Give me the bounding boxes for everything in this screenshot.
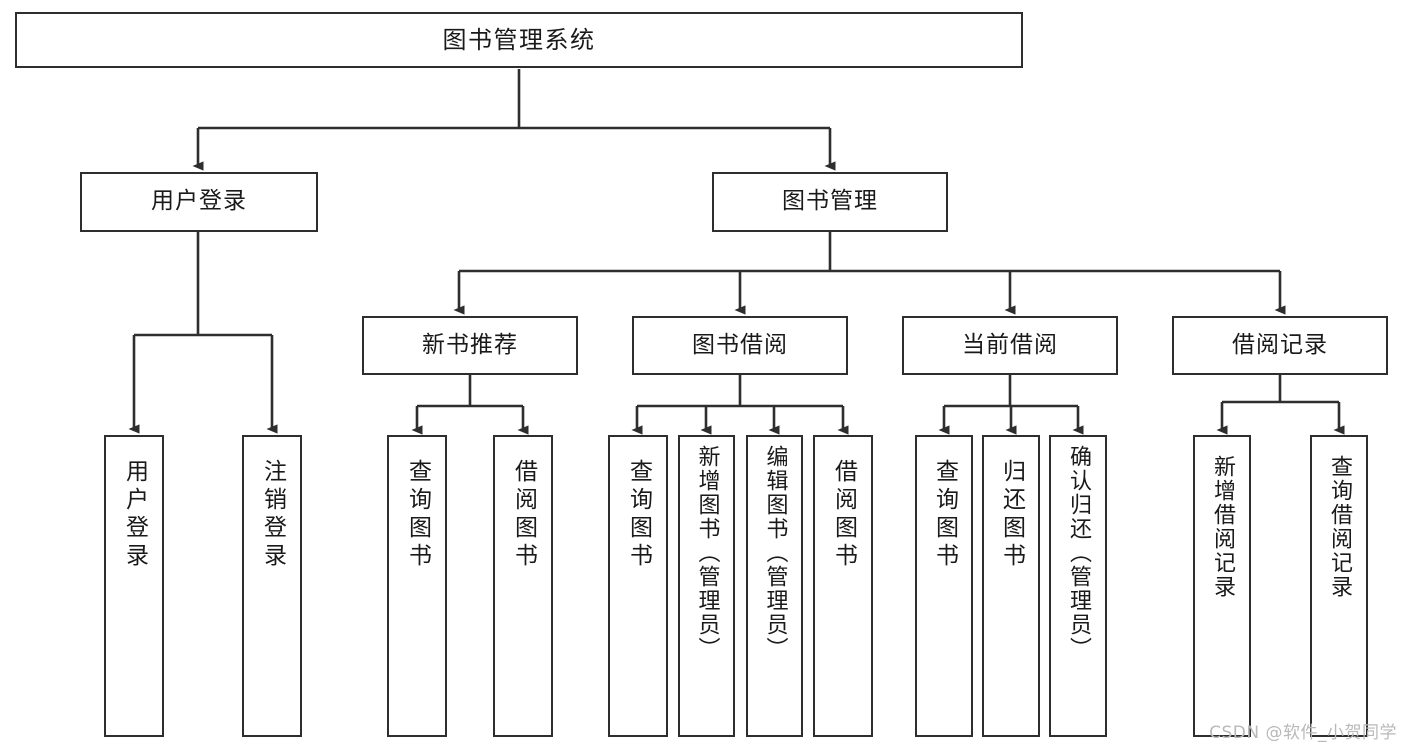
- node-user-login[interactable]: 用户登录: [80, 172, 318, 232]
- node-leaf-return-book-label: 归还图书: [998, 459, 1025, 571]
- node-leaf-return-book[interactable]: 归还图书: [982, 435, 1040, 737]
- node-leaf-query-book-1-label: 查询图书: [404, 459, 431, 571]
- node-book-borrow[interactable]: 图书借阅: [632, 316, 848, 375]
- node-leaf-user-login-label: 用户登录: [121, 459, 148, 571]
- node-leaf-add-book-label: 新增图书（管理员）: [694, 445, 720, 661]
- node-new-book-recommend[interactable]: 新书推荐: [362, 316, 578, 375]
- node-book-management[interactable]: 图书管理: [712, 172, 948, 232]
- node-user-login-label: 用户登录: [151, 188, 247, 215]
- node-leaf-user-logout[interactable]: 注销登录: [242, 435, 302, 737]
- node-leaf-edit-book[interactable]: 编辑图书（管理员）: [746, 435, 803, 737]
- node-leaf-query-book-2-label: 查询图书: [625, 459, 652, 571]
- node-current-borrow[interactable]: 当前借阅: [902, 316, 1118, 375]
- node-leaf-confirm-return-label: 确认归还（管理员）: [1066, 445, 1091, 661]
- node-new-book-recommend-label: 新书推荐: [422, 331, 518, 358]
- node-leaf-edit-book-label: 编辑图书（管理员）: [762, 445, 788, 661]
- node-leaf-borrow-book-1-label: 借阅图书: [510, 459, 537, 571]
- node-root-system-label: 图书管理系统: [442, 25, 596, 54]
- node-leaf-query-book-3[interactable]: 查询图书: [915, 435, 973, 737]
- node-leaf-borrow-book-2-label: 借阅图书: [830, 459, 857, 571]
- node-leaf-user-login[interactable]: 用户登录: [104, 435, 164, 737]
- node-borrow-record[interactable]: 借阅记录: [1172, 316, 1388, 375]
- node-leaf-query-record[interactable]: 查询借阅记录: [1310, 435, 1368, 737]
- node-leaf-borrow-book-1[interactable]: 借阅图书: [493, 435, 553, 737]
- node-current-borrow-label: 当前借阅: [962, 331, 1058, 358]
- node-leaf-query-book-1[interactable]: 查询图书: [387, 435, 447, 737]
- node-book-borrow-label: 图书借阅: [692, 331, 788, 358]
- csdn-watermark: CSDN @软件_小贺同学: [1209, 723, 1397, 743]
- node-leaf-query-book-2[interactable]: 查询图书: [608, 435, 668, 737]
- node-root-system[interactable]: 图书管理系统: [15, 12, 1023, 68]
- node-leaf-borrow-book-2[interactable]: 借阅图书: [813, 435, 873, 737]
- node-leaf-add-record[interactable]: 新增借阅记录: [1193, 435, 1251, 737]
- node-leaf-query-record-label: 查询借阅记录: [1327, 455, 1352, 599]
- node-leaf-confirm-return[interactable]: 确认归还（管理员）: [1049, 435, 1107, 737]
- node-leaf-add-book[interactable]: 新增图书（管理员）: [678, 435, 735, 737]
- node-leaf-add-record-label: 新增借阅记录: [1210, 455, 1235, 599]
- node-book-management-label: 图书管理: [782, 188, 878, 215]
- node-borrow-record-label: 借阅记录: [1232, 331, 1328, 358]
- node-leaf-user-logout-label: 注销登录: [259, 459, 286, 571]
- node-leaf-query-book-3-label: 查询图书: [931, 459, 958, 571]
